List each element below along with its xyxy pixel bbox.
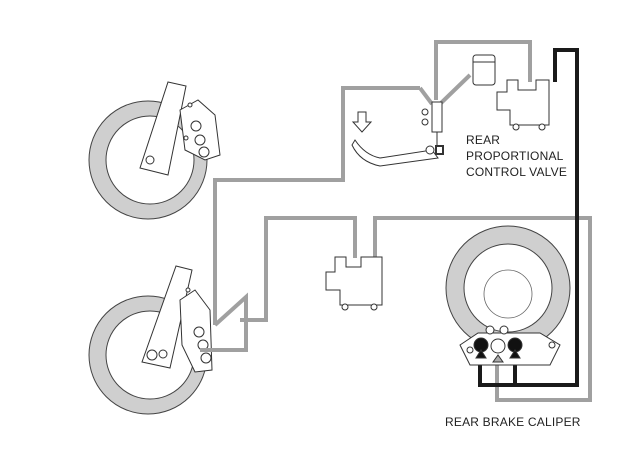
front-proportional-control-valve xyxy=(325,256,383,311)
brake-pedal xyxy=(351,139,444,167)
rear-proportional-control-valve xyxy=(496,79,550,131)
front-fork-right xyxy=(141,265,213,373)
rear-wheel-disc xyxy=(445,225,571,351)
rear-pcv-label-line3: CONTROL VALVE xyxy=(466,165,568,179)
rear-master-cylinder xyxy=(421,54,496,148)
down-arrow-icon xyxy=(351,111,373,133)
rear-brake-caliper xyxy=(459,325,561,366)
rear-pcv-label-line2: PROPORTIONAL xyxy=(466,149,564,163)
gray-brake-lines xyxy=(200,40,592,402)
rear-pcv-label-line1: REAR xyxy=(466,133,501,147)
front-fork-left xyxy=(139,81,221,176)
rear-brake-caliper-label: REAR BRAKE CALIPER xyxy=(445,415,581,429)
rear-pcv-label: REAR PROPORTIONAL CONTROL VALVE xyxy=(466,132,567,180)
